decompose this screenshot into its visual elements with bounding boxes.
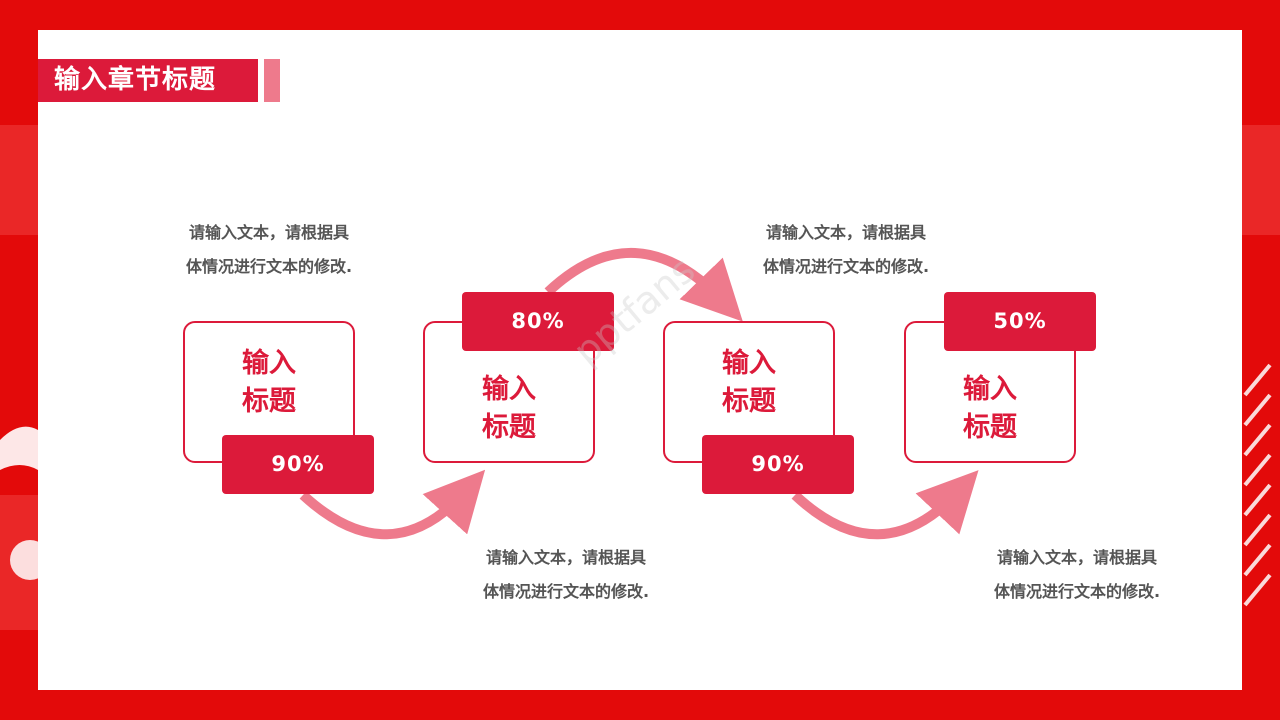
description-line: 体情况进行文本的修改. — [482, 582, 650, 601]
description-line: 请输入文本，请根据具 — [765, 223, 926, 242]
description-line: 请输入文本，请根据具 — [188, 223, 349, 242]
step-description-1: 请输入文本，请根据具 体情况进行文本的修改. — [149, 216, 389, 284]
step-label-1: 输入 标题 — [242, 348, 296, 417]
arrow-1-to-2 — [299, 469, 486, 540]
section-title: 输入章节标题 — [38, 59, 258, 102]
description-line: 请输入文本，请根据具 — [996, 548, 1157, 567]
percent-tag-2: 80% — [462, 292, 614, 351]
description-line: 体情况进行文本的修改. — [762, 257, 930, 276]
description-line: 请输入文本，请根据具 — [485, 548, 646, 567]
step-label-4: 输入 标题 — [963, 374, 1017, 443]
description-line: 体情况进行文本的修改. — [185, 257, 353, 276]
percent-tag-3: 90% — [702, 435, 854, 494]
step-description-4: 请输入文本，请根据具 体情况进行文本的修改. — [957, 541, 1197, 609]
step-label-3: 输入 标题 — [722, 348, 776, 417]
arrow-2-to-3 — [544, 247, 743, 322]
arrow-3-to-4 — [791, 470, 979, 540]
title-accent-bar — [264, 59, 280, 102]
step-description-2: 请输入文本，请根据具 体情况进行文本的修改. — [446, 541, 686, 609]
percent-tag-4: 50% — [944, 292, 1096, 351]
description-line: 体情况进行文本的修改. — [993, 582, 1161, 601]
step-label-2: 输入 标题 — [482, 374, 536, 443]
percent-tag-1: 90% — [222, 435, 374, 494]
step-description-3: 请输入文本，请根据具 体情况进行文本的修改. — [726, 216, 966, 284]
